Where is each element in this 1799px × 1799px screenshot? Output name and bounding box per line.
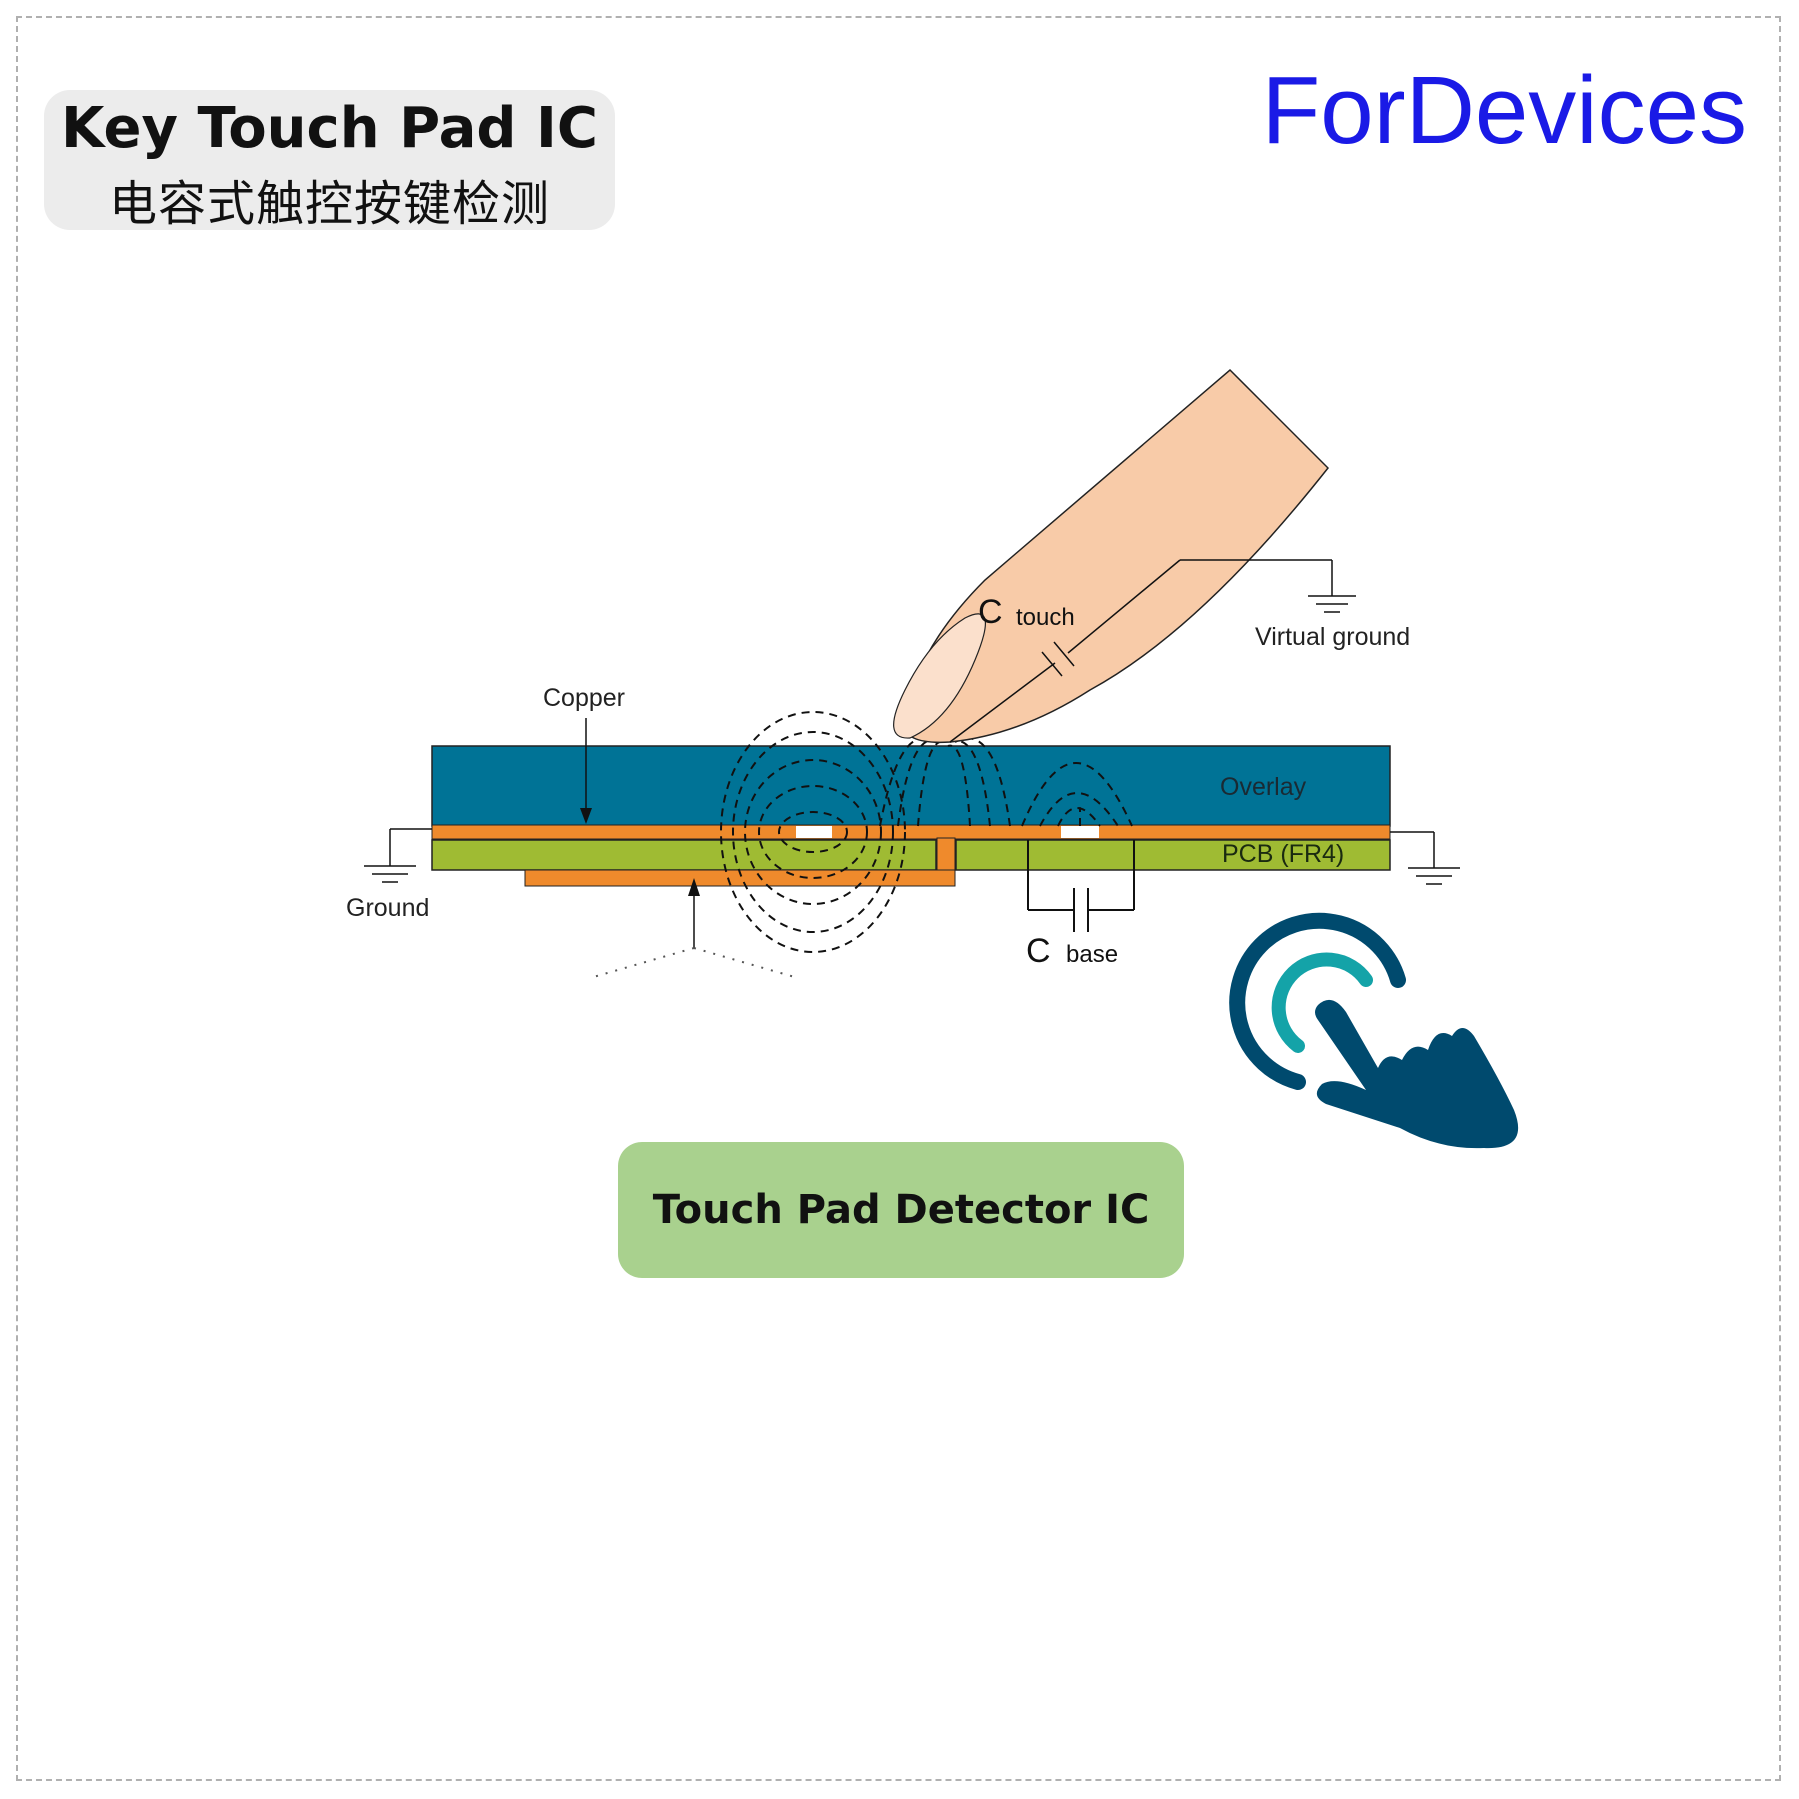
pcb-label: PCB (FR4)	[1222, 840, 1344, 868]
overlay-label: Overlay	[1220, 773, 1307, 801]
pcb-layer-left	[431, 839, 937, 871]
c-base-sub: base	[1066, 941, 1118, 968]
field-lines-right	[1021, 762, 1133, 827]
c-touch-sub: touch	[1016, 604, 1075, 631]
c-base-symbol: C	[1026, 932, 1051, 970]
field-lines-left	[720, 711, 906, 953]
touch-gesture-icon	[1229, 912, 1519, 1149]
page-frame	[16, 16, 1781, 1781]
c-base-capacitor	[1027, 840, 1135, 932]
copper-gap-left	[796, 826, 832, 838]
copper-top-layer	[431, 824, 1391, 840]
bottom-dotted-lines	[589, 947, 799, 979]
finger-illustration	[893, 368, 1330, 744]
left-ground-symbol	[364, 828, 432, 883]
c-touch-symbol: C	[978, 593, 1003, 631]
c-touch-capacitor	[949, 559, 1356, 743]
page-subtitle: 电容式触控按键检测	[108, 176, 550, 232]
bottom-arrow-head	[688, 878, 700, 896]
copper-label: Copper	[543, 684, 625, 712]
copper-gap-right	[1061, 826, 1099, 838]
virtual-ground-label: Virtual ground	[1255, 623, 1410, 651]
touch-pad-detector-box: Touch Pad Detector IC	[618, 1142, 1184, 1278]
title-box: Key Touch Pad IC 电容式触控按键检测	[44, 90, 615, 232]
copper-arrow-head	[580, 808, 592, 824]
brand-logo: ForDevices	[1261, 57, 1747, 164]
page-title: Key Touch Pad IC	[61, 96, 598, 161]
right-ground-symbol	[1390, 831, 1460, 885]
detector-label: Touch Pad Detector IC	[652, 1187, 1150, 1233]
ground-label: Ground	[346, 894, 429, 922]
